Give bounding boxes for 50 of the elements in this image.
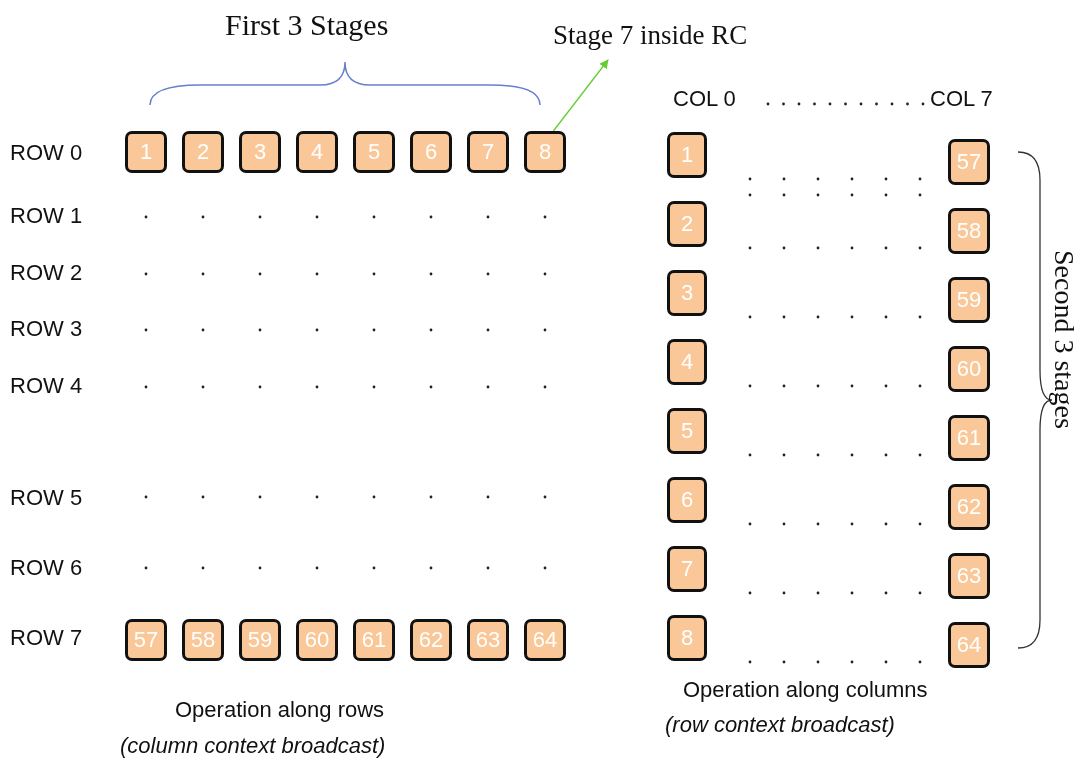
stage-box: 6: [667, 477, 707, 523]
stage-box: 60: [948, 346, 990, 392]
caption-text: (row context broadcast): [665, 712, 895, 738]
stage-box: 7: [667, 546, 707, 592]
stage-box: 4: [667, 339, 707, 385]
stage-box: 57: [125, 619, 167, 661]
brace-label: Second 3 stages: [1048, 250, 1080, 429]
stage-box: 60: [296, 619, 338, 661]
stage-box: 64: [524, 619, 566, 661]
row-label: ROW 5: [10, 485, 83, 511]
stage-box: 7: [467, 131, 509, 173]
stage-box: 64: [948, 622, 990, 668]
row-label: ROW 1: [10, 203, 83, 229]
column-label: COL 0: [673, 86, 736, 112]
caption-text: (column context broadcast): [120, 733, 386, 759]
stage-box: 3: [239, 131, 281, 173]
annotation-text: Stage 7 inside RC: [553, 20, 843, 60]
stage-box: 3: [667, 270, 707, 316]
stage-box: 61: [948, 415, 990, 461]
stage-box: 4: [296, 131, 338, 173]
stage-box: 58: [182, 619, 224, 661]
stage-box: 57: [948, 139, 990, 185]
stage-box: 5: [353, 131, 395, 173]
row-label: ROW 2: [10, 260, 83, 286]
stage-box: 8: [524, 131, 566, 173]
stage-box: 62: [948, 484, 990, 530]
caption-text: Operation along rows: [175, 697, 385, 723]
arrow: [552, 59, 609, 132]
stage-box: 58: [948, 208, 990, 254]
stage-box: 2: [182, 131, 224, 173]
row-label: ROW 0: [10, 140, 83, 166]
stage-box: 5: [667, 408, 707, 454]
stage-box: 1: [667, 132, 707, 178]
stage-box: 59: [239, 619, 281, 661]
row-label: ROW 4: [10, 373, 83, 399]
caption-text: Operation along columns: [683, 677, 928, 703]
column-label: COL 7: [930, 86, 993, 112]
row-label: ROW 6: [10, 555, 83, 581]
stage-box: 63: [948, 553, 990, 599]
stage-box: 59: [948, 277, 990, 323]
stage-box: 2: [667, 201, 707, 247]
stage-box: 8: [667, 615, 707, 661]
brace-label: First 3 Stages: [225, 8, 389, 42]
stage-box: 1: [125, 131, 167, 173]
stage-box: 62: [410, 619, 452, 661]
stage-box: 61: [353, 619, 395, 661]
stage-box: 6: [410, 131, 452, 173]
row-label: ROW 7: [10, 625, 83, 651]
row-label: ROW 3: [10, 316, 83, 342]
stage-box: 63: [467, 619, 509, 661]
